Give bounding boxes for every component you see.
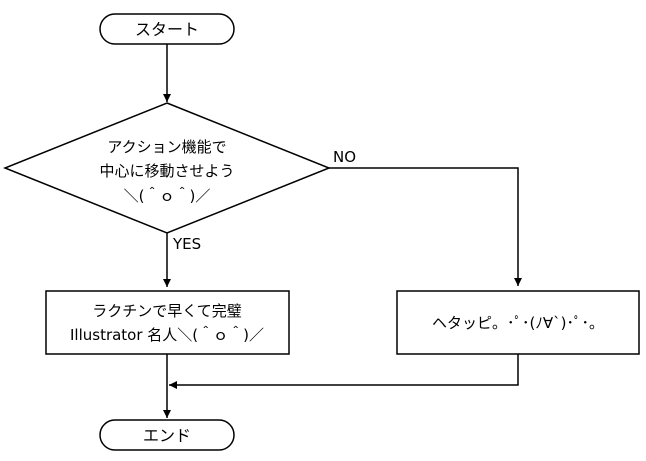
- connector-no-merge: [169, 354, 519, 389]
- yes-process-line-1: ラクチンで早くて完璧: [92, 302, 242, 320]
- yes-process-box: [45, 290, 290, 355]
- end-label: エンド: [143, 426, 191, 445]
- no-label: NO: [333, 148, 356, 166]
- decision-line-2: 中心に移動させよう: [99, 162, 234, 180]
- end-terminal: [99, 419, 235, 451]
- yes-label: YES: [172, 235, 201, 253]
- no-process-box: [396, 290, 640, 355]
- decision-line-1: アクション機能で: [107, 138, 226, 156]
- connector-no-branch: [329, 167, 522, 286]
- start-label: スタート: [135, 20, 199, 39]
- yes-process-line-2: Illustrator 名人＼(＾ｏ＾)／: [70, 325, 264, 344]
- no-process-label: ヘタッピ。･ﾟ･(ﾉ∀`)･ﾟ･。: [432, 314, 604, 332]
- decision-line-3: ＼(＾ｏ＾)／: [124, 186, 211, 205]
